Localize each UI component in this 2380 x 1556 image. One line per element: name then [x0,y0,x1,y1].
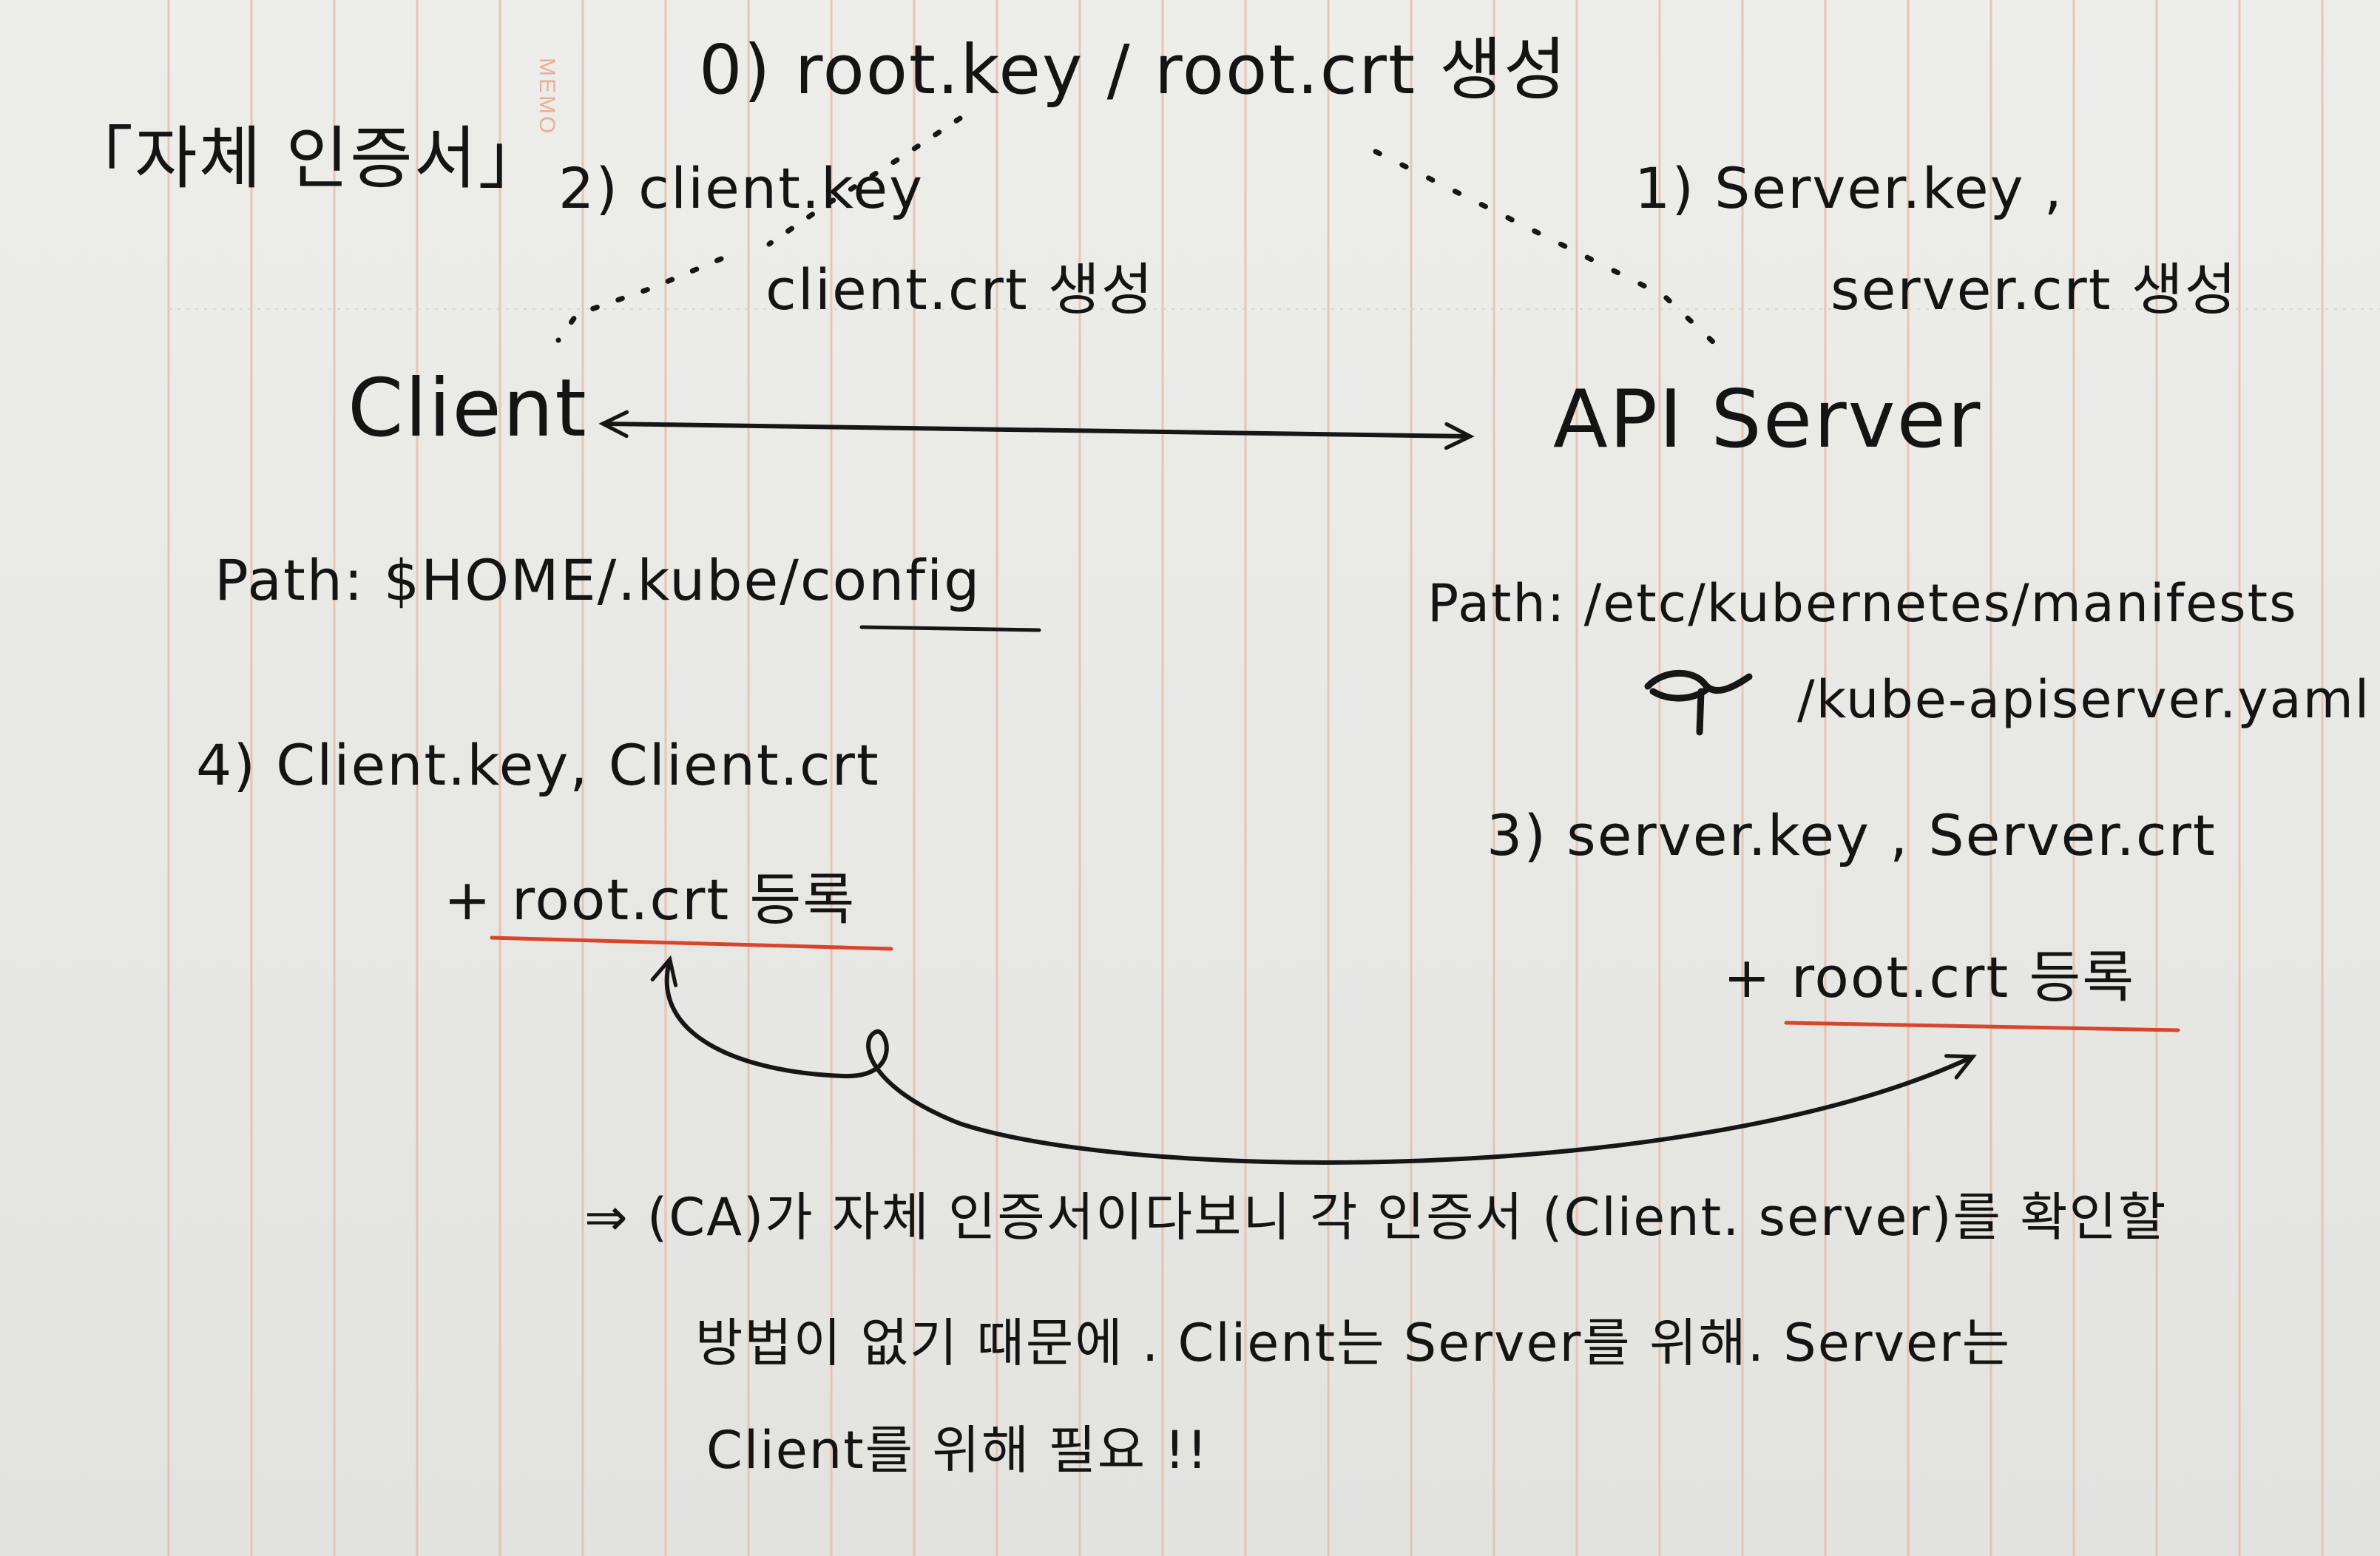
title: 「자체 인증서」 [65,119,548,198]
client-server-arrow [598,410,1475,450]
scribble-mark [1644,669,1753,736]
server-root-register: + root.crt 등록 [1723,944,2136,1010]
cross-register-arrow [650,955,1977,1165]
step1-server-crt: server.crt 생성 [1830,257,2238,322]
conclusion-line1: ⇒ (CA)가 자체 인증서이다보니 각 인증서 (Client. server… [584,1187,2168,1248]
conclusion-line2: 방법이 없기 때문에 . Client는 Server를 위해. Server는 [695,1313,2012,1373]
step0-root-key-crt: 0) root.key / root.crt 생성 [699,30,1568,109]
step4-client-files: 4) Client.key, Client.crt [196,732,880,798]
step3-server-files: 3) server.key , Server.crt [1487,802,2217,868]
memo-label: MEMO [535,58,559,136]
server-root-underline [1784,1021,2180,1032]
client-node: Client [348,362,588,455]
path-underline [859,625,1041,632]
api-server-node: API Server [1553,373,1982,466]
server-path-line1: Path: /etc/kubernetes/manifests [1427,573,2298,634]
conclusion-line3: Client를 위해 필요 !! [706,1420,1209,1481]
step1-server-key: 1) Server.key , [1634,155,2063,221]
client-path: Path: $HOME/.kube/config [214,547,981,613]
server-path-line2: /kube-apiserver.yaml [1797,669,2371,730]
client-cert-to-client-dotted-line [555,256,724,343]
step2-client-crt: client.crt 생성 [765,257,1154,322]
client-root-register: + root.crt 등록 [444,867,856,933]
client-root-underline [490,936,893,951]
step2-client-key: 2) client.key [558,155,924,221]
